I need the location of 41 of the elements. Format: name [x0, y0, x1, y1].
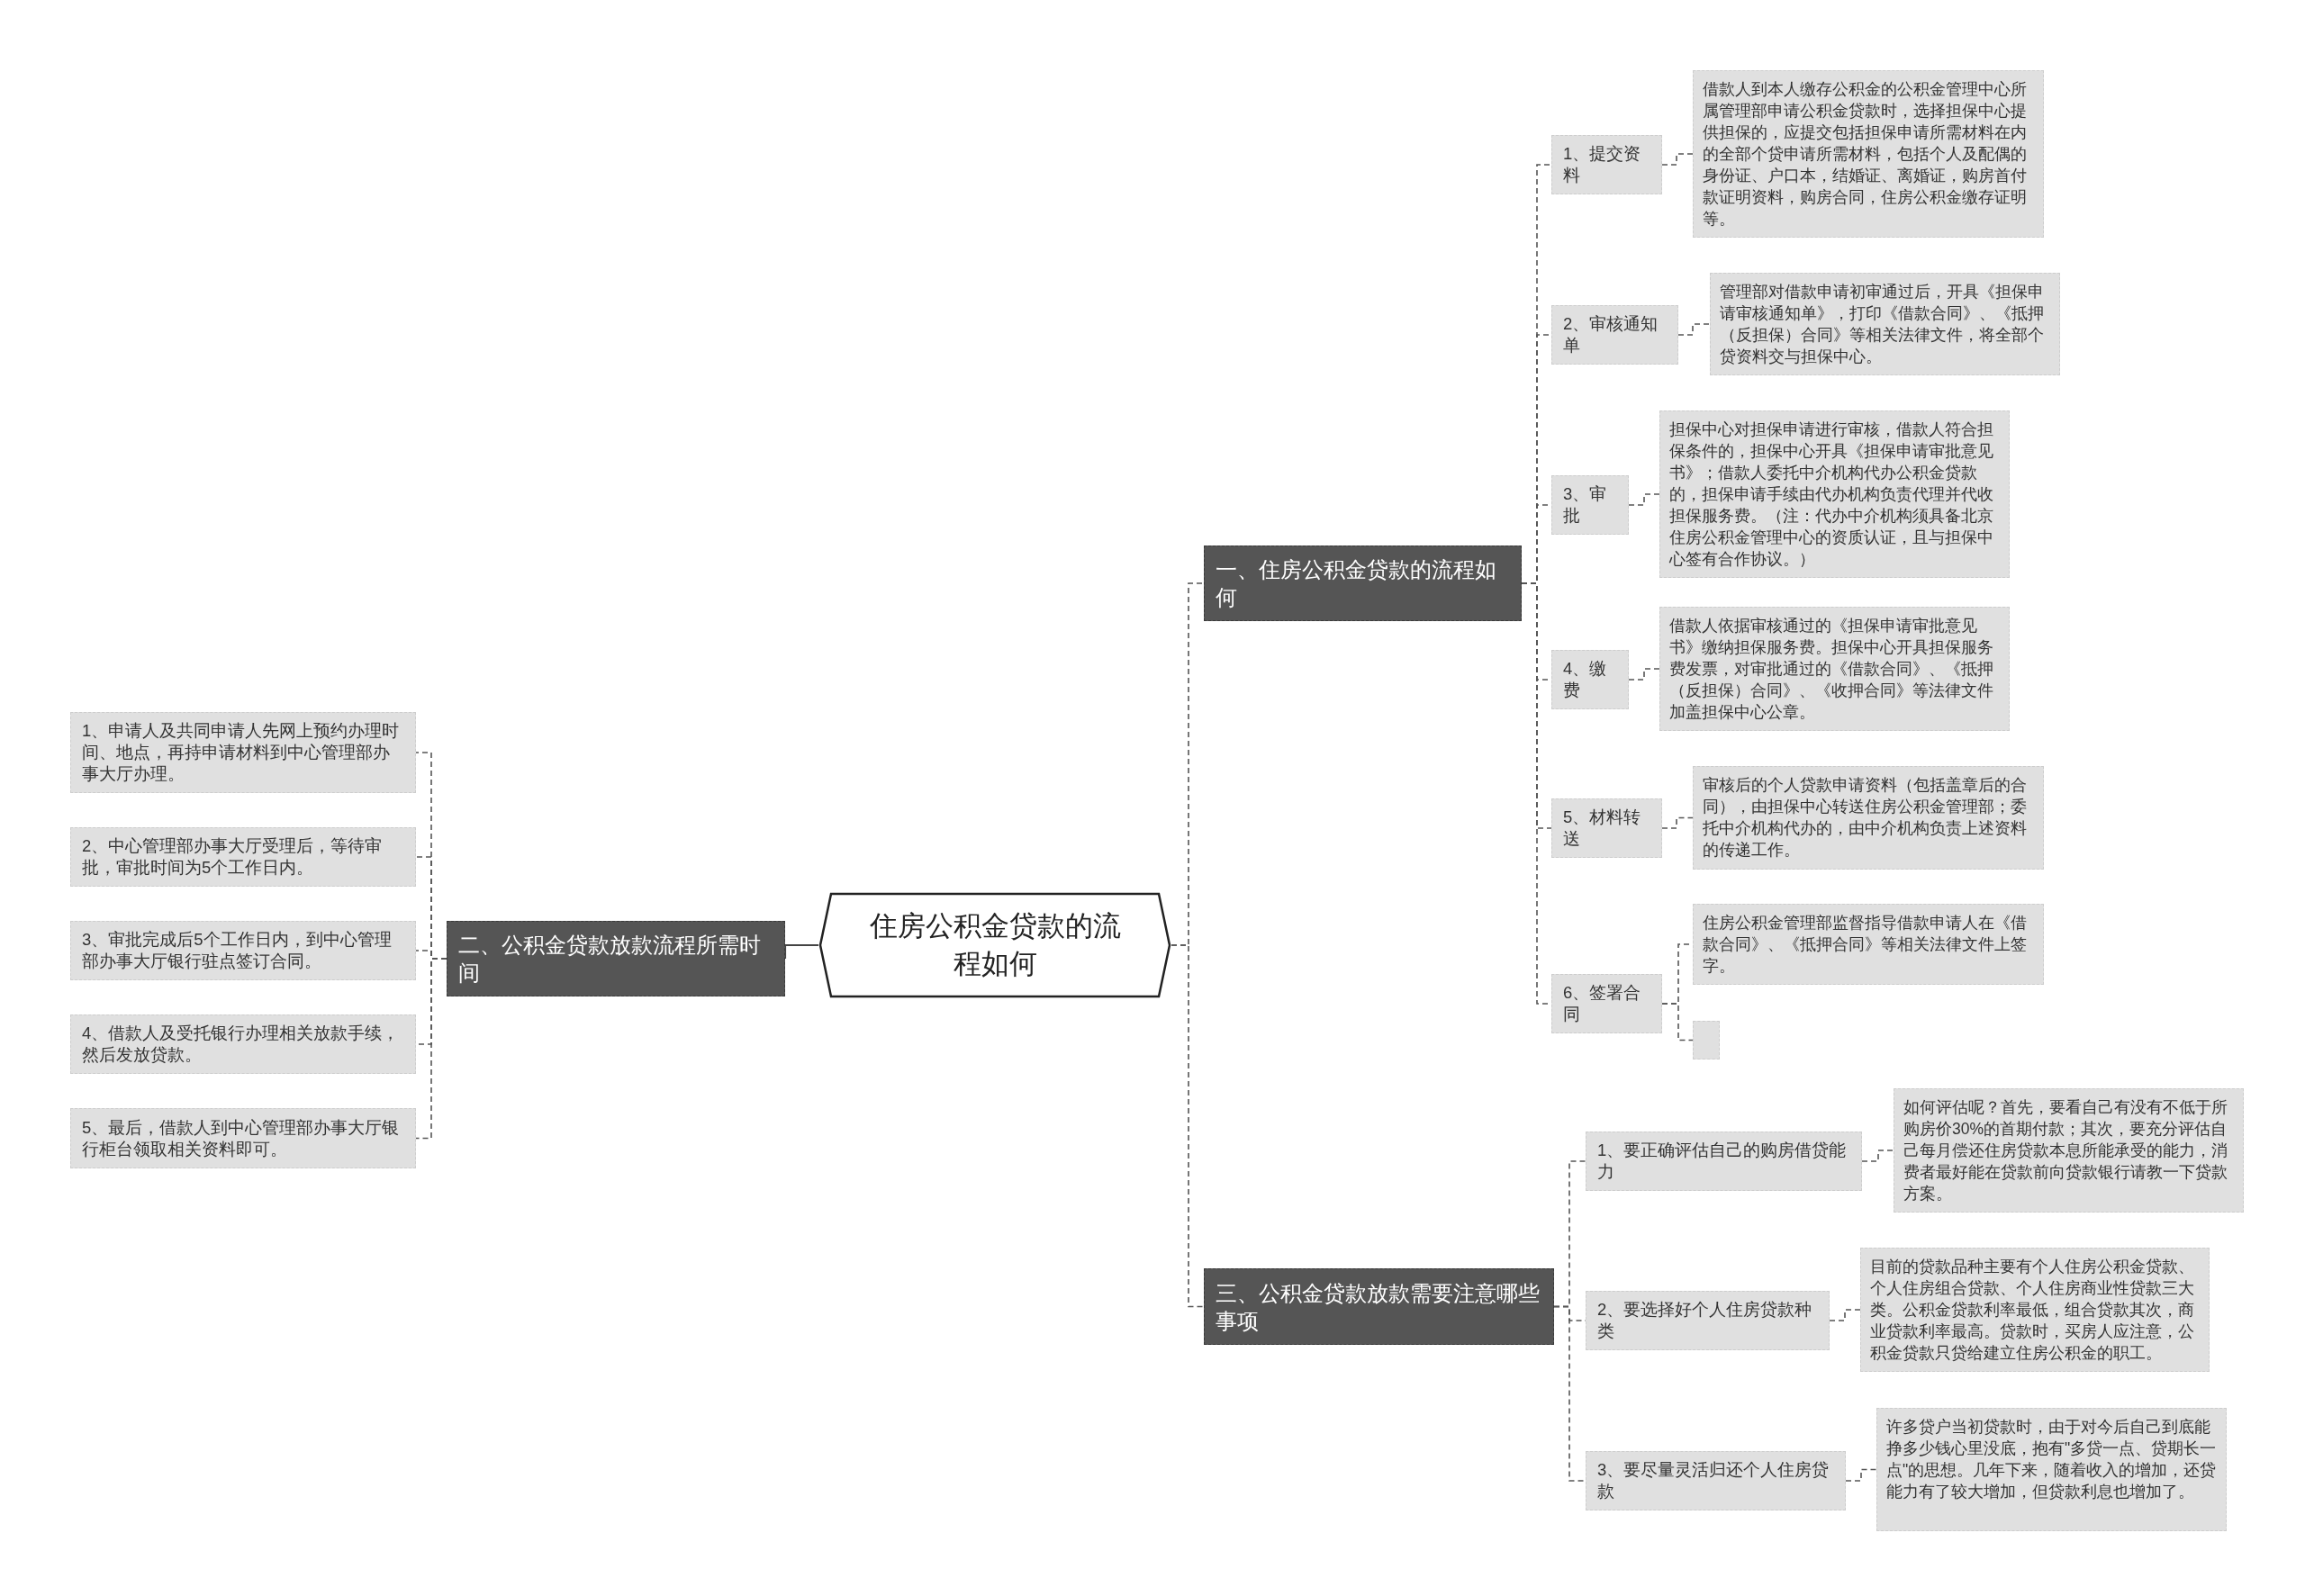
subtopic-box: 2、中心管理部办事大厅受理后，等待审批，审批时间为5个工作日内。 [70, 827, 416, 887]
subtopic-box: 3、要尽量灵活归还个人住房贷款 [1586, 1451, 1846, 1510]
connector-line [1553, 1305, 1586, 1482]
connector-line [415, 958, 447, 1140]
connector-line [1171, 944, 1205, 1308]
empty-box [1693, 1021, 1720, 1059]
connector-line [1661, 816, 1694, 829]
subtopic-box: 5、最后，借款人到中心管理部办事大厅银行柜台领取相关资料即可。 [70, 1108, 416, 1168]
connector-line [1861, 1150, 1894, 1162]
note-box: 担保中心对担保申请进行审核，借款人符合担保条件的，担保中心开具《担保申请审批意见书》；借款人委托中介机构代办公积金贷款的，担保申请手续由代办机构负责代理并代收担保服务费。（注：代办中介机构须具备北京住房公积金管理中心的资质认证，且与担保中心签有合作协议。） [1659, 410, 2010, 578]
connector-line [1628, 493, 1660, 506]
subtopic-box: 4、借款人及受托银行办理相关放款手续，然后发放贷款。 [70, 1014, 416, 1074]
topic-box: 三、公积金贷款放款需要注意哪些事项 [1204, 1268, 1554, 1345]
note-box: 目前的贷款品种主要有个人住房公积金贷款、个人住房组合贷款、个人住房商业性贷款三大类。公积金贷款利率最低，组合贷款其次，商业贷款利率最高。贷款时，买房人应注意，公积金贷款只贷给建立住房公积金的职工。 [1860, 1248, 2210, 1372]
subtopic-box: 2、审核通知单 [1551, 305, 1678, 365]
connector-line [1677, 323, 1711, 336]
note-box: 借款人依据审核通过的《担保申请审批意见书》缴纳担保服务费。担保中心开具担保服务费发票，对审批通过的《借款合同》、《抵押（反担保）合同》、《收押合同》等法律文件加盖担保中心公章。 [1659, 607, 2010, 731]
subtopic-box: 3、审批完成后5个工作日内，到中心管理部办事大厅银行驻点签订合同。 [70, 921, 416, 980]
note-box: 审核后的个人贷款申请资料（包括盖章后的合同），由担保中心转送住房公积金管理部；委托中介机构代办的，由中介机构负责上述资料的传递工作。 [1693, 766, 2044, 870]
subtopic-box: 1、提交资料 [1551, 135, 1662, 194]
topic-box: 一、住房公积金贷款的流程如何 [1204, 546, 1522, 621]
topic-box: 二、公积金贷款放款流程所需时间 [447, 921, 785, 996]
subtopic-box: 3、审批 [1551, 475, 1629, 535]
note-box: 如何评估呢？首先，要看自己有没有不低于所购房价30%的首期付款；其次，要充分评估自己每月偿还住房贷款本息所能承受的能力，消费者最好能在贷款前向贷款银行请教一下贷款方案。 [1894, 1088, 2244, 1213]
subtopic-box: 1、申请人及共同申请人先网上预约办理时间、地点，再持申请材料到中心管理部办事大厅办理。 [70, 712, 416, 793]
subtopic-box: 6、签署合同 [1551, 974, 1662, 1033]
connector-line [1661, 153, 1694, 166]
connector-line [1829, 1309, 1861, 1321]
connector-line [1628, 668, 1660, 681]
note-box: 管理部对借款申请初审通过后，开具《担保申请审核通知单》，打印《借款合同》、《抵押（反担保）合同》等相关法律文件，将全部个贷资料交与担保中心。 [1710, 273, 2060, 375]
central-topic: 住房公积金贷款的流程如何 [818, 892, 1171, 998]
note-box: 借款人到本人缴存公积金的公积金管理中心所属管理部申请公积金贷款时，选择担保中心提供担保的，应提交包括担保申请所需材料在内的全部个贷申请所需材料，包括个人及配偶的身份证、户口本，结婚证、离婚证，购房首付款证明资料，购房合同，住房公积金缴存证明等。 [1693, 70, 2044, 238]
note-box: 许多贷户当初贷款时，由于对今后自己到底能挣多少钱心里没底，抱有"多贷一点、贷期长一点"的思想。几年下来，随着收入的增加，还贷能力有了较大增加，但贷款利息也增加了。 [1876, 1408, 2227, 1531]
connector-line [783, 943, 818, 959]
connector-line [1845, 1468, 1877, 1482]
subtopic-box: 1、要正确评估自己的购房借贷能力 [1586, 1132, 1862, 1191]
subtopic-box: 4、缴费 [1551, 650, 1629, 709]
connector-line [1661, 1003, 1694, 1041]
note-box: 住房公积金管理部监督指导借款申请人在《借款合同》、《抵押合同》等相关法律文件上签字。 [1693, 904, 2044, 985]
subtopic-box: 5、材料转送 [1551, 798, 1662, 858]
subtopic-box: 2、要选择好个人住房贷款种类 [1586, 1291, 1830, 1350]
